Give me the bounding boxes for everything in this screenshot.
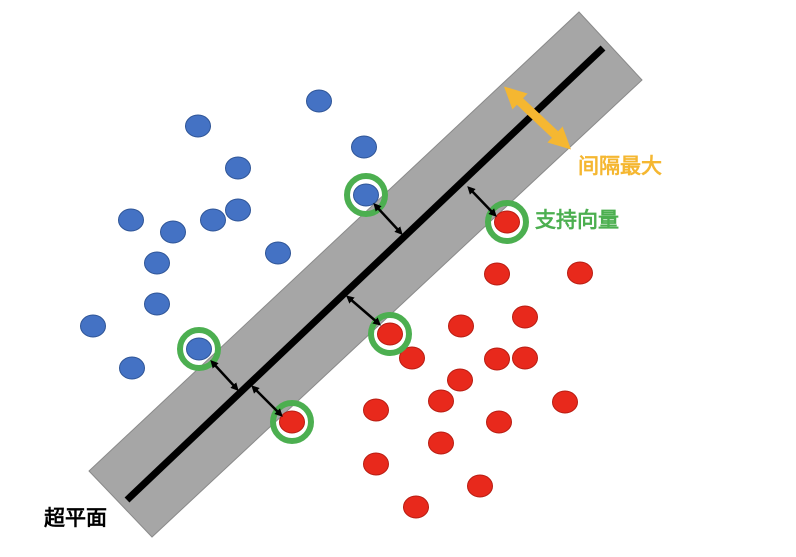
class-b-point bbox=[428, 389, 454, 413]
distance-arrow-icon bbox=[373, 203, 403, 235]
class-b-point bbox=[484, 262, 510, 286]
distance-arrow-icon bbox=[467, 186, 497, 217]
class-a-point bbox=[353, 183, 379, 207]
class-b-point bbox=[363, 398, 389, 422]
class-b-point bbox=[567, 261, 593, 285]
class-b-point bbox=[279, 410, 305, 434]
class-b-point bbox=[552, 390, 578, 414]
class-a-point bbox=[80, 314, 106, 338]
class-a-point bbox=[306, 89, 332, 113]
class-a-point bbox=[144, 251, 170, 275]
class-a-point bbox=[200, 208, 226, 232]
class-b-point bbox=[403, 495, 429, 519]
distance-arrows bbox=[210, 186, 497, 417]
class-b-point bbox=[447, 368, 473, 392]
margin-arrow-icon bbox=[503, 86, 572, 150]
class-b-point bbox=[484, 347, 510, 371]
distance-arrow-icon bbox=[251, 385, 283, 417]
distance-arrow-icon bbox=[345, 295, 382, 326]
support-vector-ring bbox=[177, 327, 221, 371]
support-vector-rings bbox=[177, 173, 529, 444]
class-a-points bbox=[80, 89, 379, 380]
support-vector-ring bbox=[485, 200, 529, 244]
support-vector-ring bbox=[368, 312, 412, 356]
class-b-point bbox=[377, 322, 403, 346]
max-margin-label: 间隔最大 bbox=[578, 154, 662, 178]
distance-arrow-icon bbox=[210, 360, 239, 391]
support-vector-ring bbox=[270, 400, 314, 444]
class-a-point bbox=[160, 220, 186, 244]
class-b-point bbox=[512, 346, 538, 370]
hyperplane-label: 超平面 bbox=[44, 506, 107, 530]
margin-arrow bbox=[503, 86, 572, 150]
class-b-points bbox=[279, 210, 593, 519]
class-b-point bbox=[467, 474, 493, 498]
class-a-point bbox=[185, 114, 211, 138]
class-b-point bbox=[486, 410, 512, 434]
support-vector-ring bbox=[344, 173, 388, 217]
class-b-point bbox=[363, 452, 389, 476]
class-b-point bbox=[512, 305, 538, 329]
class-b-point bbox=[448, 314, 474, 338]
class-b-point bbox=[399, 346, 425, 370]
class-b-point bbox=[494, 210, 520, 234]
class-a-point bbox=[118, 208, 144, 232]
class-a-point bbox=[225, 156, 251, 180]
class-a-point bbox=[119, 356, 145, 380]
class-a-point bbox=[144, 292, 170, 316]
class-a-point bbox=[351, 135, 377, 159]
class-a-point bbox=[265, 241, 291, 265]
support-vectors-label: 支持向量 bbox=[535, 208, 619, 232]
class-a-point bbox=[186, 337, 212, 361]
class-a-point bbox=[225, 198, 251, 222]
class-b-point bbox=[428, 431, 454, 455]
